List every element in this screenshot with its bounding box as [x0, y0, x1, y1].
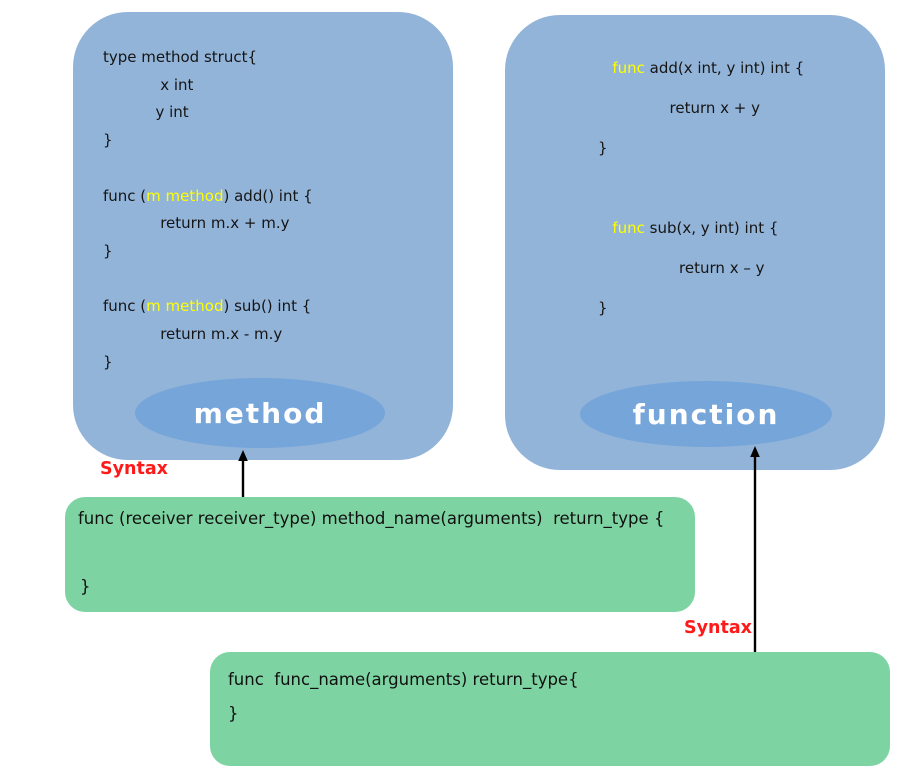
code-keyword: func	[612, 219, 645, 237]
syntax-label-right: Syntax	[684, 618, 752, 638]
method-syntax-signature: func (receiver receiver_type) method_nam…	[78, 509, 665, 528]
code-text: }	[103, 131, 113, 150]
code-text: func (	[103, 186, 147, 205]
code-line: }	[103, 238, 313, 266]
code-text: }	[598, 299, 608, 317]
code-line: x int	[103, 72, 313, 100]
code-line: return x – y	[598, 248, 804, 288]
function-syntax-closing-brace: }	[228, 704, 239, 723]
code-line: return m.x + m.y	[103, 210, 313, 238]
function-badge-ellipse: function	[580, 381, 832, 447]
code-line: func sub(x, y int) int {	[598, 208, 804, 248]
code-line: func (m method) sub() int {	[103, 293, 313, 321]
code-text	[598, 59, 612, 77]
code-keyword: m method	[146, 186, 224, 205]
code-text: add(x int, y int) int {	[644, 59, 805, 77]
code-line	[598, 168, 804, 208]
code-text: }	[598, 139, 608, 157]
code-line: }	[103, 349, 313, 377]
code-text: y int	[103, 103, 189, 122]
code-line	[103, 155, 313, 183]
code-line: y int	[103, 99, 313, 127]
method-badge-ellipse: method	[135, 378, 385, 448]
method-syntax-box: func (receiver receiver_type) method_nam…	[65, 497, 695, 612]
code-text	[598, 219, 612, 237]
code-text: }	[103, 241, 113, 260]
code-text: ) sub() int {	[223, 297, 312, 316]
code-text: return x + y	[598, 99, 761, 117]
code-line: func (m method) add() int {	[103, 183, 313, 211]
function-badge-label: function	[632, 397, 780, 431]
code-text: sub(x, y int) int {	[644, 219, 779, 237]
code-text: func (	[103, 297, 147, 316]
function-syntax-box: func func_name(arguments) return_type{ }	[210, 652, 890, 766]
function-code-block: func add(x int, y int) int { return x + …	[598, 48, 804, 328]
code-keyword: m method	[146, 297, 224, 316]
code-line: func add(x int, y int) int {	[598, 48, 804, 88]
code-text: return m.x - m.y	[103, 325, 283, 344]
code-text: return m.x + m.y	[103, 214, 290, 233]
code-line: }	[103, 127, 313, 155]
method-code-block: type method struct{ x int y int} func (m…	[103, 44, 313, 376]
code-line: return x + y	[598, 88, 804, 128]
syntax-label-left: Syntax	[100, 459, 168, 479]
code-text: type method struct{	[103, 48, 258, 66]
code-line: type method struct{	[103, 44, 313, 72]
code-text: }	[103, 352, 113, 371]
code-line: return m.x - m.y	[103, 321, 313, 349]
method-syntax-closing-brace: }	[80, 577, 91, 596]
code-text: ) add() int {	[223, 186, 313, 205]
code-line: }	[598, 288, 804, 328]
code-line: }	[598, 128, 804, 168]
code-text: return x – y	[598, 259, 765, 277]
method-badge-label: method	[193, 396, 327, 430]
function-syntax-signature: func func_name(arguments) return_type{	[228, 670, 579, 689]
code-line	[103, 266, 313, 294]
code-text: x int	[103, 75, 194, 94]
code-keyword: func	[612, 59, 645, 77]
